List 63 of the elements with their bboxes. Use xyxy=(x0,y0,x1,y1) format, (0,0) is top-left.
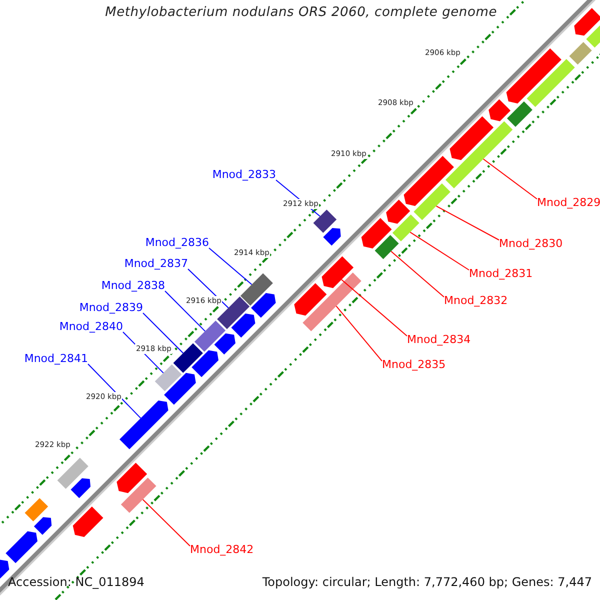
gene-block xyxy=(323,228,341,246)
gene-block xyxy=(450,116,494,160)
gene-label: Mnod_2837 xyxy=(124,257,188,270)
gene-label: Mnod_2831 xyxy=(469,267,533,280)
leader-line xyxy=(142,499,190,546)
gene-block xyxy=(414,183,450,220)
gene-block xyxy=(361,218,392,248)
gene-block xyxy=(240,273,273,306)
gene-label: Mnod_2835 xyxy=(382,358,446,371)
gene-block xyxy=(526,58,575,108)
gene-block xyxy=(192,350,218,378)
gene-label: Mnod_2842 xyxy=(190,543,254,556)
gene-label: Mnod_2830 xyxy=(499,237,563,250)
gene-block xyxy=(120,400,168,450)
leader-line xyxy=(482,158,538,200)
leader-line xyxy=(341,279,408,336)
gene-block xyxy=(506,48,562,104)
footer-text: Topology: circular; Length: 7,772,460 bp; Genes: 7,447 xyxy=(262,575,592,589)
gene-block xyxy=(214,333,236,355)
gene-block xyxy=(392,214,420,242)
gene-label: Mnod_2839 xyxy=(79,301,143,314)
gene-block xyxy=(445,121,513,188)
gene-block xyxy=(251,293,276,318)
leader-line xyxy=(88,364,142,419)
title: Methylobacterium nodulans ORS 2060, complete genome xyxy=(105,5,497,20)
footer-text: Accession: NC_011894 xyxy=(8,575,144,589)
gene-block xyxy=(70,478,90,498)
gene-block xyxy=(24,498,48,522)
gene-block xyxy=(374,235,399,260)
leader-line xyxy=(436,206,500,240)
gene-block xyxy=(313,210,337,233)
gene-label: Mnod_2836 xyxy=(145,236,209,249)
gene-block xyxy=(34,517,52,535)
leader-line xyxy=(188,268,229,308)
gene-label: Mnod_2834 xyxy=(407,333,471,346)
gene-block xyxy=(194,320,226,352)
gene-block xyxy=(72,506,104,537)
gene-block xyxy=(116,462,148,494)
leader-line xyxy=(390,250,444,298)
gene-label: Mnod_2829 xyxy=(537,196,600,209)
gene-block xyxy=(574,8,600,36)
gene-block xyxy=(154,364,182,392)
gene-block xyxy=(173,343,203,373)
leader-line xyxy=(410,232,470,270)
gene-block xyxy=(57,458,88,489)
gene-block xyxy=(507,101,532,127)
gene-block xyxy=(6,531,38,564)
gene-label: Mnod_2832 xyxy=(444,294,508,307)
gene-label: Mnod_2840 xyxy=(59,320,123,333)
gene-block xyxy=(164,372,196,405)
gene-block xyxy=(386,200,410,224)
gene-block xyxy=(120,478,156,513)
leader-line xyxy=(164,290,206,332)
gene-block xyxy=(302,272,362,332)
gene-block xyxy=(322,256,354,288)
gene-label: Mnod_2838 xyxy=(101,279,165,292)
leader-line xyxy=(142,312,184,354)
gene-block xyxy=(569,42,592,65)
gene-label: Mnod_2833 xyxy=(212,168,276,181)
gene-block xyxy=(231,314,256,338)
gene-label: Mnod_2841 xyxy=(24,352,88,365)
gene-block xyxy=(294,283,327,316)
gene-block xyxy=(404,156,454,206)
